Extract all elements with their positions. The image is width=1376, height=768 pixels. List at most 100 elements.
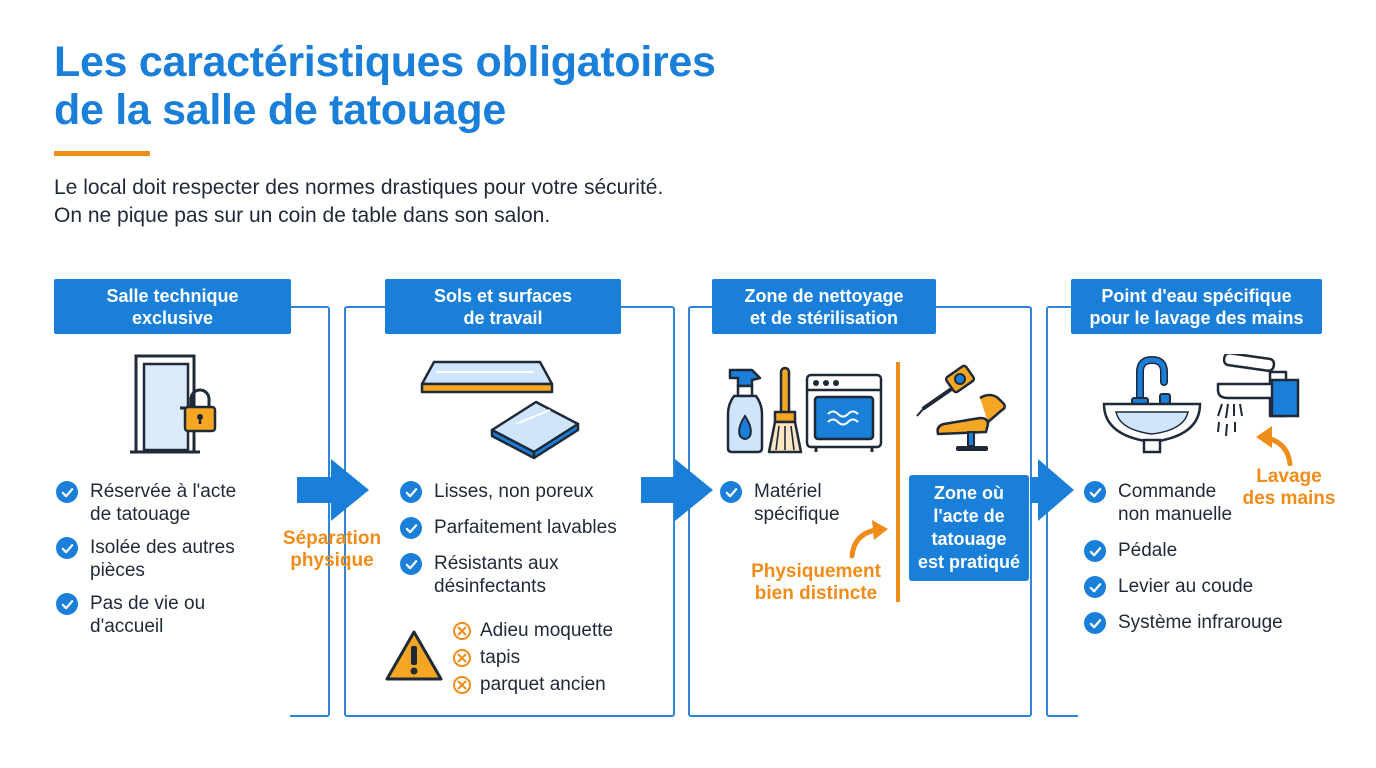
separation-label-line-1: Séparation xyxy=(282,528,382,549)
check-icon xyxy=(400,517,422,539)
sink-icon xyxy=(1102,355,1202,454)
faucet-icon xyxy=(1216,354,1300,437)
list-item-text: d'accueil xyxy=(90,616,164,637)
separation-label-line-2: physique xyxy=(290,550,374,571)
list-item: parquet ancien xyxy=(452,671,662,698)
section-4-heading-line-2: pour le lavage des mains xyxy=(1089,307,1304,328)
check-icon xyxy=(400,553,422,575)
warning-icon xyxy=(385,630,443,681)
list-item-text: Matériel xyxy=(754,481,822,502)
section-1-heading: Salle technique exclusive xyxy=(54,279,291,334)
section-1-heading-line-2: exclusive xyxy=(131,307,214,328)
list-item: Parfaitement lavables xyxy=(400,516,670,539)
autoclave-icon xyxy=(805,373,883,452)
arrow-right-icon xyxy=(641,459,713,521)
brush-icon xyxy=(767,366,803,454)
list-item-text: désinfectants xyxy=(434,576,546,597)
list-item: Pédale xyxy=(1084,539,1324,562)
check-icon xyxy=(1084,576,1106,598)
section-3-heading-line-1: Zone de nettoyage xyxy=(744,285,904,306)
curved-arrow-icon xyxy=(849,520,888,559)
section-4-heading: Point d'eau spécifique pour le lavage de… xyxy=(1071,279,1322,334)
section-2-heading-line-1: Sols et surfaces xyxy=(433,285,573,306)
list-item-text: Système infrarouge xyxy=(1118,612,1283,633)
hand-wash-note: Lavage des mains xyxy=(1236,466,1342,510)
check-icon xyxy=(56,537,78,559)
list-item-text: Isolée des autres xyxy=(90,537,235,558)
list-item-text: Lisses, non poreux xyxy=(434,481,594,502)
section-1-heading-line-1: Salle technique xyxy=(106,285,239,306)
zone-divider xyxy=(896,362,900,602)
list-item: Système infrarouge xyxy=(1084,611,1324,634)
list-item-text: non manuelle xyxy=(1118,504,1233,525)
tattoo-zone-line-3: tatouage xyxy=(931,529,1007,549)
spray-bottle-icon xyxy=(726,368,764,454)
tattoo-chair-icon xyxy=(936,393,1006,451)
section-2-forbidden-list: Adieu moquette tapis parquet ancien xyxy=(452,617,662,698)
check-icon xyxy=(720,481,742,503)
list-item-text: Adieu moquette xyxy=(480,620,614,641)
list-item-text: parquet ancien xyxy=(480,674,606,695)
hand-wash-note-line-2: des mains xyxy=(1242,488,1336,509)
section-3-heading: Zone de nettoyage et de stérilisation xyxy=(712,279,936,334)
tattoo-zone-line-4: est pratiqué xyxy=(917,552,1021,572)
section-3-heading-line-2: et de stérilisation xyxy=(749,307,899,328)
list-item: tapis xyxy=(452,644,662,671)
list-item-text: Levier au coude xyxy=(1118,576,1254,597)
hand-wash-note-line-1: Lavage xyxy=(1256,466,1322,487)
page-title: Les caractéristiques obligatoires de la … xyxy=(54,38,954,134)
list-item-text: Réservée à l'acte xyxy=(90,481,237,502)
separation-label: Séparation physique xyxy=(272,528,392,572)
title-line-2: de la salle de tatouage xyxy=(54,86,506,134)
arrow-right-icon xyxy=(297,459,369,521)
list-item-text: Parfaitement lavables xyxy=(434,517,617,538)
subtitle-line-2: On ne pique pas sur un coin de table dan… xyxy=(54,204,551,227)
list-item-text: Résistants aux xyxy=(434,553,559,574)
list-item-text: de tatouage xyxy=(90,504,191,525)
list-item: Lisses, non poreux xyxy=(400,480,670,503)
surface-panels-icon xyxy=(420,360,580,460)
check-icon xyxy=(1084,481,1106,503)
curved-arrow-icon xyxy=(1256,426,1293,466)
tattoo-zone-line-1: Zone où xyxy=(934,483,1004,503)
tattoo-zone-box: Zone où l'acte de tatouage est pratiqué xyxy=(909,475,1029,581)
check-icon xyxy=(56,593,78,615)
distinct-zone-note-line-1: Physiquement xyxy=(751,561,881,582)
section-1-frame xyxy=(290,306,330,717)
cross-circle-icon xyxy=(453,648,471,667)
list-item-text: Pas de vie ou xyxy=(90,593,206,614)
list-item-text: tapis xyxy=(480,647,521,668)
list-item-text: spécifique xyxy=(754,504,840,525)
cross-circle-icon xyxy=(453,621,471,640)
distinct-zone-note-line-2: bien distincte xyxy=(754,583,878,604)
arrow-right-icon xyxy=(1030,459,1074,521)
section-4-heading-line-1: Point d'eau spécifique xyxy=(1101,285,1292,306)
section-2-heading-line-2: de travail xyxy=(463,307,543,328)
section-2-list: Lisses, non poreux Parfaitement lavables… xyxy=(400,480,670,598)
check-icon xyxy=(400,481,422,503)
title-line-1: Les caractéristiques obligatoires xyxy=(54,38,716,86)
cross-circle-icon xyxy=(453,675,471,694)
list-item: Adieu moquette xyxy=(452,617,662,644)
tattoo-machine-icon xyxy=(916,364,976,417)
check-icon xyxy=(1084,540,1106,562)
distinct-zone-note: Physiquement bien distincte xyxy=(742,561,890,605)
check-icon xyxy=(1084,612,1106,634)
list-item-text: Commande xyxy=(1118,481,1217,502)
door-lock-icon xyxy=(130,354,217,454)
list-item-text: Pédale xyxy=(1118,540,1178,561)
tattoo-zone-line-2: l'acte de xyxy=(933,506,1005,526)
title-underline xyxy=(54,151,150,156)
subtitle-line-1: Le local doit respecter des normes drast… xyxy=(54,176,664,199)
page-subtitle: Le local doit respecter des normes drast… xyxy=(54,174,854,230)
section-2-heading: Sols et surfaces de travail xyxy=(385,279,621,334)
list-item: Levier au coude xyxy=(1084,575,1324,598)
